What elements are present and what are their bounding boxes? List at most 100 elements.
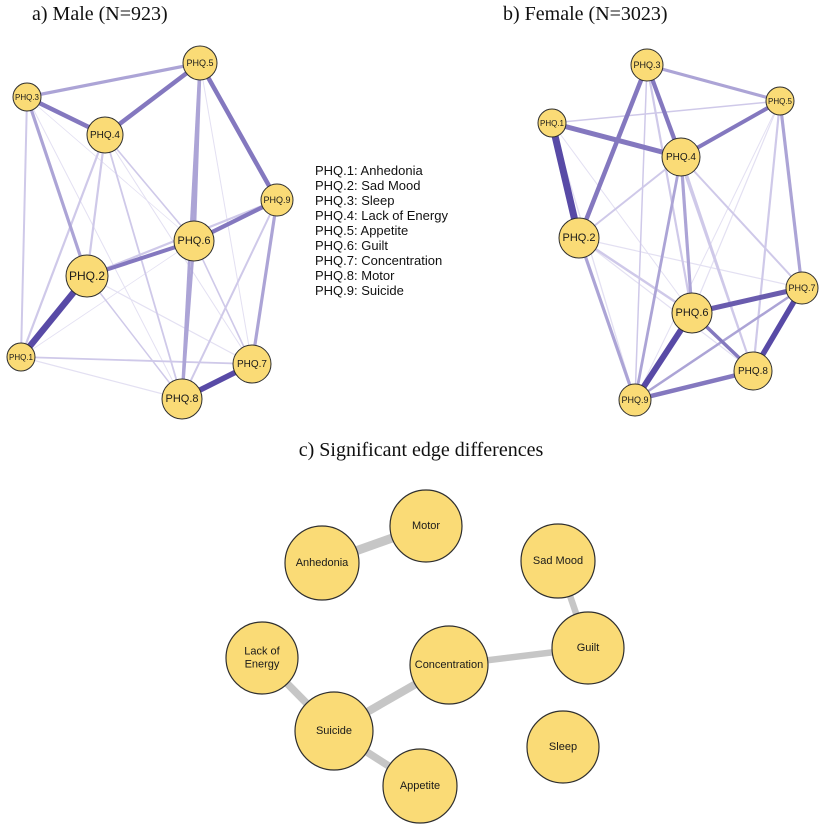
node-label: PHQ.5	[186, 58, 213, 68]
edge-PHQ.4-PHQ.7	[680, 156, 803, 289]
edge-PHQ.7-PHQ.9	[250, 199, 279, 365]
edge-PHQ.2-PHQ.8	[578, 237, 754, 372]
node-label: PHQ.5	[768, 97, 793, 106]
edge-PHQ.5-PHQ.7	[778, 100, 804, 289]
node-Motor: Motor	[389, 489, 463, 563]
node-PHQ.3: PHQ.3	[12, 82, 42, 112]
edge-PHQ.2-PHQ.7	[86, 275, 253, 365]
node-PHQ.6: PHQ.6	[173, 220, 215, 262]
edge-PHQ.6-PHQ.7	[193, 240, 253, 365]
edge-PHQ.7-PHQ.9	[634, 286, 803, 402]
node-label: PHQ.3	[633, 60, 660, 70]
edge-PHQ.2-PHQ.7	[578, 237, 803, 289]
legend-item: PHQ.2: Sad Mood	[315, 178, 421, 193]
node-label: PHQ.4	[666, 152, 696, 163]
node-Suicide: Suicide	[294, 691, 374, 771]
edge-PHQ.8-PHQ.9	[181, 199, 278, 400]
node-label: Suicide	[316, 725, 352, 737]
node-label: PHQ.9	[263, 195, 290, 205]
node-PHQ.4: PHQ.4	[86, 116, 124, 154]
node-circle	[551, 611, 625, 685]
node-circle	[630, 48, 664, 82]
node-circle	[294, 691, 374, 771]
node-Lack of Energy: Lack ofEnergy	[225, 621, 299, 695]
legend-item: PHQ.3: Sleep	[315, 193, 395, 208]
node-label: Concentration	[415, 659, 484, 671]
node-label: Guilt	[577, 642, 600, 654]
edge-PHQ.5-PHQ.6	[192, 62, 202, 242]
edge-PHQ.1-PHQ.6	[20, 240, 195, 358]
node-PHQ.6: PHQ.6	[671, 292, 713, 334]
node-label: Motor	[412, 520, 440, 532]
edge-PHQ.2-PHQ.9	[577, 237, 637, 401]
node-label: PHQ.1	[9, 353, 34, 362]
node-label: PHQ.7	[788, 283, 815, 293]
node-circle	[12, 82, 42, 112]
edge-PHQ.1-PHQ.6	[551, 122, 693, 314]
node-label: Anhedonia	[296, 557, 349, 569]
edge-PHQ.2-PHQ.4	[85, 134, 107, 277]
node-label: Sad Mood	[533, 555, 583, 567]
panel-b-title: b) Female (N=3023)	[503, 3, 668, 25]
legend-item: PHQ.5: Appetite	[315, 223, 409, 238]
node-circle	[232, 344, 272, 384]
edge-PHQ.3-PHQ.5	[646, 63, 781, 103]
edge-PHQ.2-PHQ.3	[576, 64, 650, 239]
node-Concentration: Concentration	[409, 625, 489, 705]
edge-PHQ.4-PHQ.5	[103, 61, 202, 137]
node-circle	[182, 45, 218, 81]
panel-c-title: c) Significant edge differences	[298, 439, 544, 461]
edge-PHQ.1-PHQ.4	[551, 120, 682, 160]
node-PHQ.9: PHQ.9	[618, 383, 652, 417]
edge-PHQ.4-PHQ.6	[104, 134, 195, 242]
node-PHQ.2: PHQ.2	[65, 254, 109, 298]
node-circle	[284, 525, 360, 601]
node-Sad Mood: Sad Mood	[520, 523, 596, 599]
edge-PHQ.2-PHQ.8	[86, 275, 183, 400]
node-label: PHQ.2	[562, 232, 595, 244]
phq-item-legend: PHQ.1: Anhedonia PHQ.2: Sad Mood PHQ.3: …	[315, 163, 448, 298]
legend-item: PHQ.4: Lack of Energy	[315, 208, 448, 223]
edge-PHQ.3-PHQ.6	[26, 96, 195, 242]
node-circle	[225, 621, 299, 695]
edge-PHQ.3-PHQ.8	[26, 96, 183, 400]
node-circle	[526, 710, 600, 784]
edge-PHQ.2-PHQ.6	[578, 236, 693, 315]
edge-PHQ.2-PHQ.3	[25, 96, 89, 277]
edge-PHQ.4-PHQ.6	[679, 156, 694, 314]
node-circle	[733, 351, 773, 391]
node-circle	[389, 489, 463, 563]
node-PHQ.7: PHQ.7	[785, 271, 819, 305]
node-circle	[6, 342, 36, 372]
node-circle	[520, 523, 596, 599]
node-PHQ.5: PHQ.5	[765, 86, 795, 116]
node-label: Appetite	[400, 780, 440, 792]
edge-PHQ.1-PHQ.4	[19, 134, 107, 358]
edge-PHQ.4-PHQ.9	[633, 156, 683, 401]
node-PHQ.3: PHQ.3	[630, 48, 664, 82]
edge-PHQ.1-PHQ.8	[20, 356, 183, 400]
node-circle	[661, 137, 701, 177]
edge-PHQ.1-PHQ.3	[20, 96, 28, 358]
node-circle	[173, 220, 215, 262]
edge-PHQ.8-PHQ.9	[634, 368, 754, 403]
node-circle	[765, 86, 795, 116]
node-PHQ.4: PHQ.4	[661, 137, 701, 177]
node-label: PHQ.1	[540, 119, 565, 128]
node-circle	[161, 378, 203, 420]
node-label: PHQ.9	[621, 395, 648, 405]
node-Anhedonia: Anhedonia	[284, 525, 360, 601]
node-label: PHQ.7	[237, 359, 267, 370]
node-label: PHQ.3	[15, 93, 40, 102]
node-Sleep: Sleep	[526, 710, 600, 784]
edge-PHQ.4-PHQ.8	[680, 156, 754, 372]
node-circle	[260, 183, 294, 217]
node-PHQ.7: PHQ.7	[232, 344, 272, 384]
edge-PHQ.5-PHQ.6	[691, 100, 781, 314]
edge-PHQ.5-PHQ.8	[751, 100, 782, 372]
node-PHQ.1: PHQ.1	[537, 108, 567, 138]
node-PHQ.2: PHQ.2	[558, 217, 600, 259]
